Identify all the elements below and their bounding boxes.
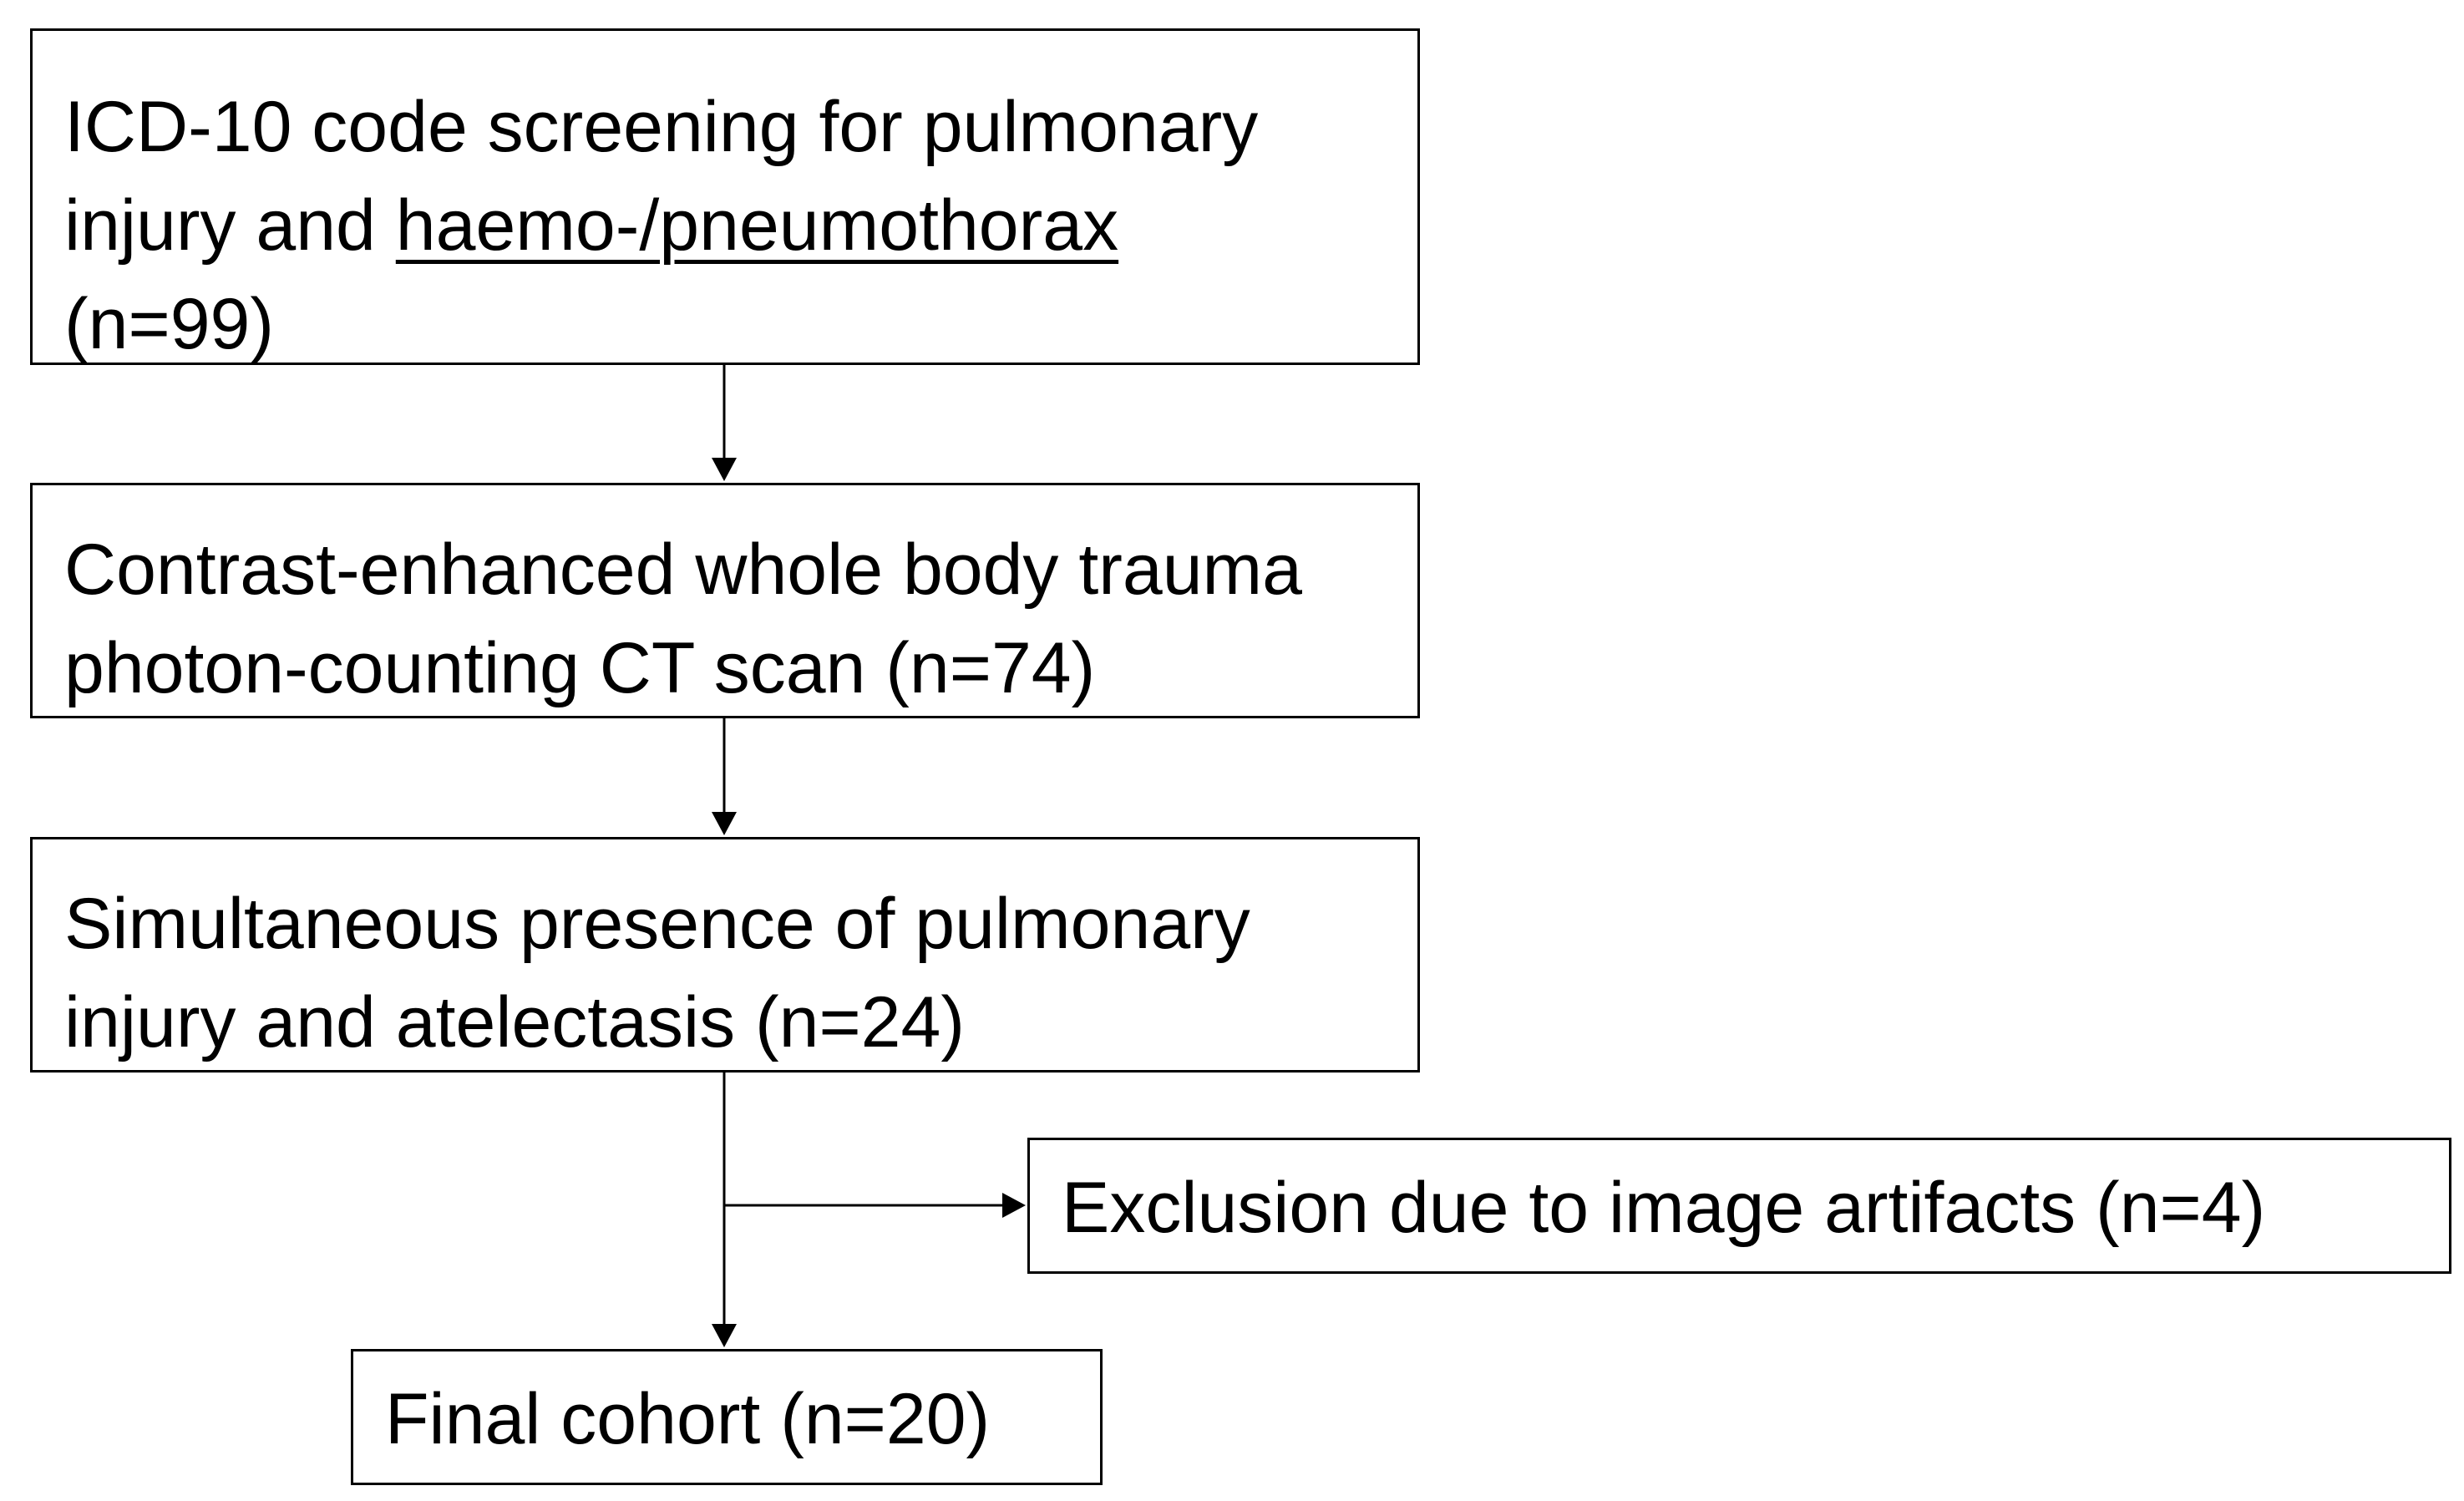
- exclusion-box: Exclusion due to image artifacts (n=4): [1027, 1138, 2451, 1274]
- step-ct-scan-box: Contrast-enhanced whole body trauma phot…: [30, 483, 1420, 718]
- step1-line3: (n=99): [64, 284, 274, 364]
- step-icd10-screening-box: ICD-10 code screening for pulmonary inju…: [30, 28, 1420, 365]
- arrowhead-step2: [712, 458, 737, 481]
- step1-line2-prefix: injury and: [64, 185, 396, 266]
- arrowhead-step3: [712, 812, 737, 835]
- step2-line2: photon-counting CT scan (n=74): [64, 628, 1096, 708]
- final-cohort-text: Final cohort (n=20): [385, 1379, 991, 1459]
- final-cohort-box: Final cohort (n=20): [351, 1349, 1103, 1485]
- step-injury-atelectasis-box: Simultaneous presence of pulmonary injur…: [30, 837, 1420, 1073]
- step3-line2: injury and atelectasis (n=24): [64, 982, 965, 1062]
- arrowhead-exclusion: [1002, 1193, 1026, 1218]
- step2-line1: Contrast-enhanced whole body trauma: [64, 530, 1302, 610]
- step1-line2: injury and haemo-/pneumothorax: [64, 176, 1401, 275]
- step3-line1: Simultaneous presence of pulmonary: [64, 884, 1250, 964]
- step1-line1: ICD-10 code screening for pulmonary: [64, 87, 1259, 167]
- exclusion-text: Exclusion due to image artifacts (n=4): [1062, 1168, 2266, 1248]
- arrowhead-final: [712, 1324, 737, 1347]
- step1-underlined-term: haemo-/pneumothorax: [395, 185, 1119, 266]
